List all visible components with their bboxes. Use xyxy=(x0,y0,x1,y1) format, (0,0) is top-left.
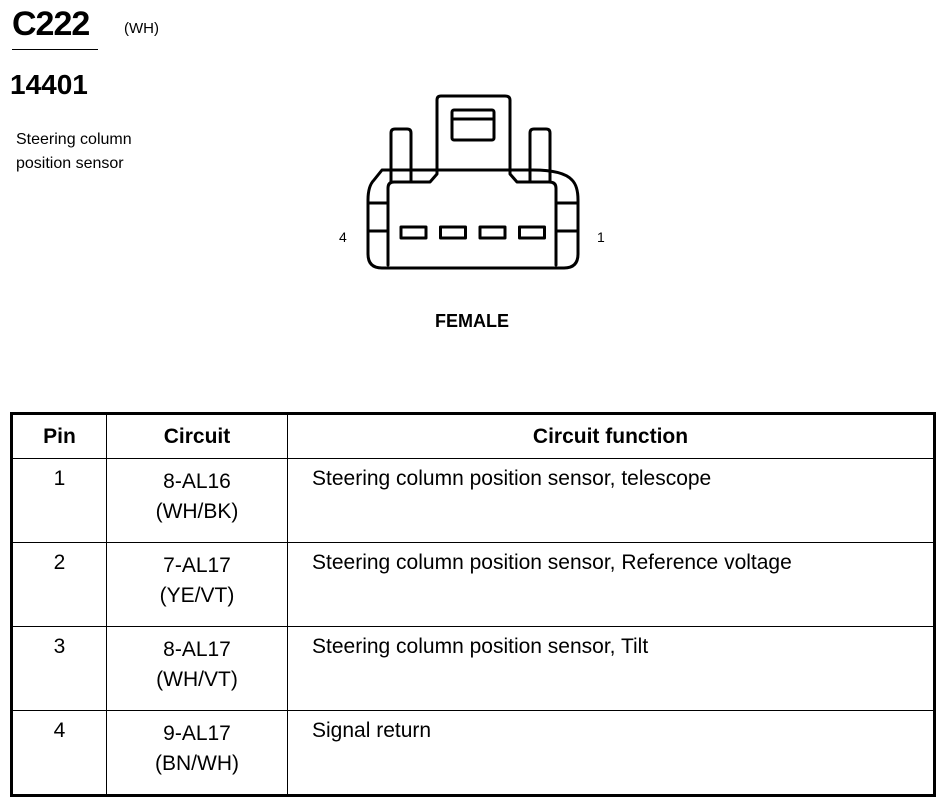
component-name-line1: Steering column xyxy=(16,131,132,148)
left-lock-ear xyxy=(389,127,413,184)
connector-face-diagram xyxy=(366,94,580,270)
connector-color: (WH) xyxy=(124,20,159,37)
connector-gender-label: FEMALE xyxy=(435,311,509,331)
pin-cavity xyxy=(439,225,467,240)
cell-circuit: 7-AL17 (YE/VT) xyxy=(106,542,288,627)
component-name: Steering column position sensor xyxy=(16,128,186,176)
table-row: 1 8-AL16 (WH/BK) Steering column positio… xyxy=(11,458,935,543)
wire-color: (WH/BK) xyxy=(155,500,239,523)
pin-cavity xyxy=(399,225,428,240)
cell-circuit-function: Steering column position sensor, Referen… xyxy=(287,542,935,627)
table-row: 4 9-AL17 (BN/WH) Signal return xyxy=(11,710,935,796)
table-row: 2 7-AL17 (YE/VT) Steering column positio… xyxy=(11,542,935,627)
pin-label-left: 4 xyxy=(339,229,347,245)
header-pin: Pin xyxy=(11,413,107,459)
header-circuit: Circuit xyxy=(106,413,288,459)
right-lock-ear xyxy=(528,127,552,184)
title-rule xyxy=(12,49,98,50)
pinout-table: Pin Circuit Circuit function 1 8-AL16 (W… xyxy=(10,412,936,797)
cell-circuit: 8-AL17 (WH/VT) xyxy=(106,626,288,711)
circuit-number: 8-AL17 xyxy=(163,638,231,661)
cell-pin: 4 xyxy=(11,710,107,796)
cell-circuit: 8-AL16 (WH/BK) xyxy=(106,458,288,543)
pin-cavity xyxy=(518,225,546,240)
pin-cavity xyxy=(478,225,507,240)
component-name-line2: position sensor xyxy=(16,155,124,172)
wire-color: (YE/VT) xyxy=(159,584,235,607)
pin-label-right: 1 xyxy=(597,229,605,245)
wire-color: (WH/VT) xyxy=(156,668,238,691)
table-header-row: Pin Circuit Circuit function xyxy=(11,413,935,459)
wire-color: (BN/WH) xyxy=(155,752,239,775)
header-circuit-function: Circuit function xyxy=(287,413,935,459)
cell-circuit: 9-AL17 (BN/WH) xyxy=(106,710,288,796)
cell-circuit-function: Steering column position sensor, Tilt xyxy=(287,626,935,711)
cell-pin: 3 xyxy=(11,626,107,711)
pin-cavities xyxy=(399,225,546,240)
connector-latch xyxy=(450,108,496,142)
circuit-number: 8-AL16 xyxy=(163,470,231,493)
cell-pin: 1 xyxy=(11,458,107,543)
connector-outer-housing xyxy=(366,168,580,270)
circuit-number: 9-AL17 xyxy=(163,722,231,745)
cell-pin: 2 xyxy=(11,542,107,627)
cell-circuit-function: Signal return xyxy=(287,710,935,796)
circuit-number: 7-AL17 xyxy=(163,554,231,577)
table-row: 3 8-AL17 (WH/VT) Steering column positio… xyxy=(11,626,935,711)
connector-id: C222 xyxy=(12,5,90,43)
cell-circuit-function: Steering column position sensor, telesco… xyxy=(287,458,935,543)
part-number: 14401 xyxy=(10,69,88,100)
